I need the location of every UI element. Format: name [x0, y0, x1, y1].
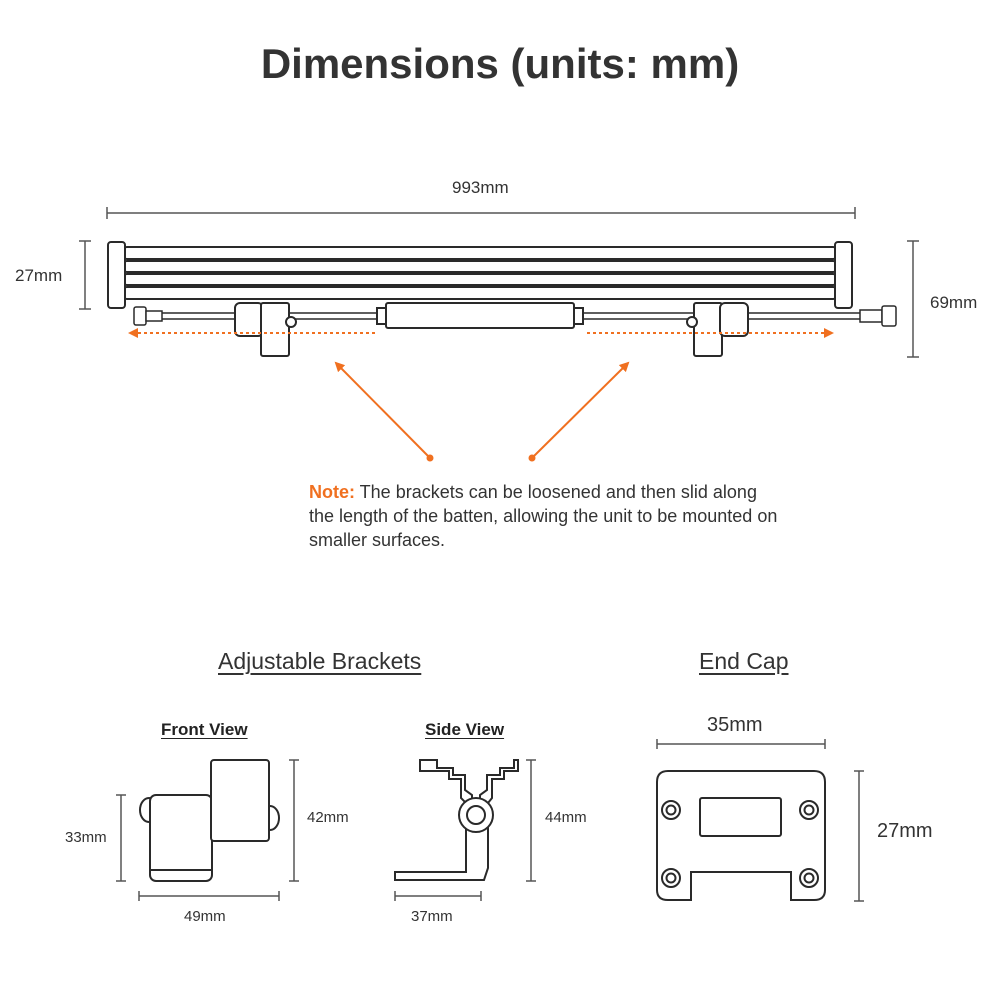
adjustable-brackets-title: Adjustable Brackets	[218, 648, 422, 674]
front-view-height-right-label: 42mm	[307, 809, 349, 826]
side-view-width-label: 37mm	[411, 908, 453, 925]
overall-length-label: 993mm	[452, 178, 509, 197]
end-cap-right	[834, 241, 853, 309]
body-height-label: 27mm	[15, 266, 63, 285]
bracket-right	[686, 302, 749, 357]
side-view-title: Side View	[425, 720, 505, 739]
page-title: Dimensions (units: mm)	[260, 40, 740, 87]
total-height-dimension	[907, 240, 919, 358]
overall-length-dimension	[106, 207, 856, 219]
bracket-note: Note: The brackets can be loosened and t…	[309, 480, 779, 552]
driver-box	[376, 302, 584, 329]
end-cap-height-label: 27mm	[877, 820, 933, 842]
note-pointer-arrows	[334, 361, 630, 462]
note-text: The brackets can be loosened and then sl…	[309, 482, 778, 550]
front-view-title: Front View	[161, 720, 248, 739]
side-view-drawing	[394, 759, 519, 881]
front-view-height-left-label: 33mm	[65, 829, 107, 846]
front-view-drawing	[139, 759, 280, 882]
body-height-dimension	[79, 240, 91, 310]
end-cap-left	[107, 241, 126, 309]
side-view-height-label: 44mm	[545, 809, 587, 826]
front-view-dimensions	[116, 759, 299, 901]
batten-body	[123, 246, 837, 300]
side-view-dimensions	[394, 759, 536, 901]
end-cap-drawing	[656, 770, 826, 901]
total-height-label: 69mm	[930, 293, 978, 312]
end-cap-width-label: 35mm	[707, 714, 763, 736]
bracket-left	[234, 302, 297, 357]
end-cap-dimensions	[656, 739, 864, 902]
end-cap-title: End Cap	[699, 648, 789, 674]
note-label: Note:	[309, 482, 355, 502]
front-view-width-label: 49mm	[184, 908, 226, 925]
